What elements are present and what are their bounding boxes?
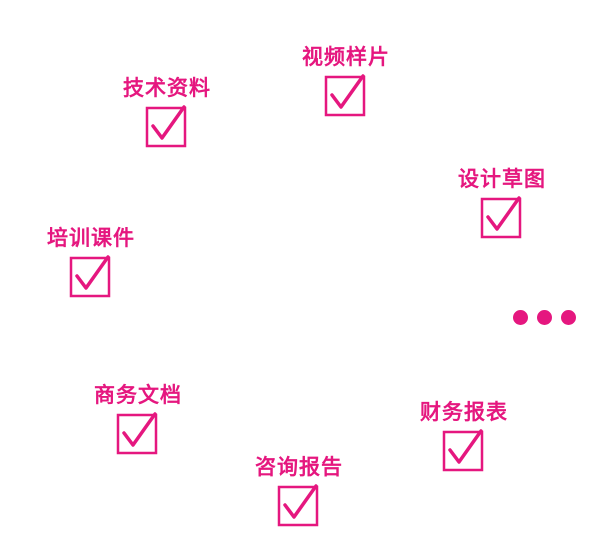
item-label: 商务文档 bbox=[94, 383, 182, 407]
dot bbox=[537, 310, 552, 325]
item-business-docs: 商务文档 bbox=[94, 382, 182, 458]
checkbox-checked-icon[interactable] bbox=[479, 196, 525, 242]
item-technical-docs: 技术资料 bbox=[123, 75, 211, 151]
item-label: 设计草图 bbox=[458, 167, 546, 191]
item-financial-statements: 财务报表 bbox=[420, 399, 508, 475]
checkbox-checked-icon[interactable] bbox=[276, 484, 322, 530]
item-label: 技术资料 bbox=[123, 76, 211, 100]
checkbox-checked-icon[interactable] bbox=[115, 412, 161, 458]
item-label: 咨询报告 bbox=[255, 455, 343, 479]
dot bbox=[513, 310, 528, 325]
dot bbox=[561, 310, 576, 325]
checkbox-checked-icon[interactable] bbox=[68, 255, 114, 301]
checkbox-checked-icon[interactable] bbox=[323, 74, 369, 120]
item-consulting-reports: 咨询报告 bbox=[255, 454, 343, 530]
item-label: 财务报表 bbox=[420, 400, 508, 424]
item-video-samples: 视频样片 bbox=[302, 44, 390, 120]
checkbox-checked-icon[interactable] bbox=[441, 429, 487, 475]
item-design-sketches: 设计草图 bbox=[458, 166, 546, 242]
item-label: 培训课件 bbox=[47, 226, 135, 250]
item-label: 视频样片 bbox=[302, 45, 390, 69]
ellipsis-icon bbox=[513, 310, 576, 325]
item-training-courseware: 培训课件 bbox=[47, 225, 135, 301]
checkbox-checked-icon[interactable] bbox=[144, 105, 190, 151]
